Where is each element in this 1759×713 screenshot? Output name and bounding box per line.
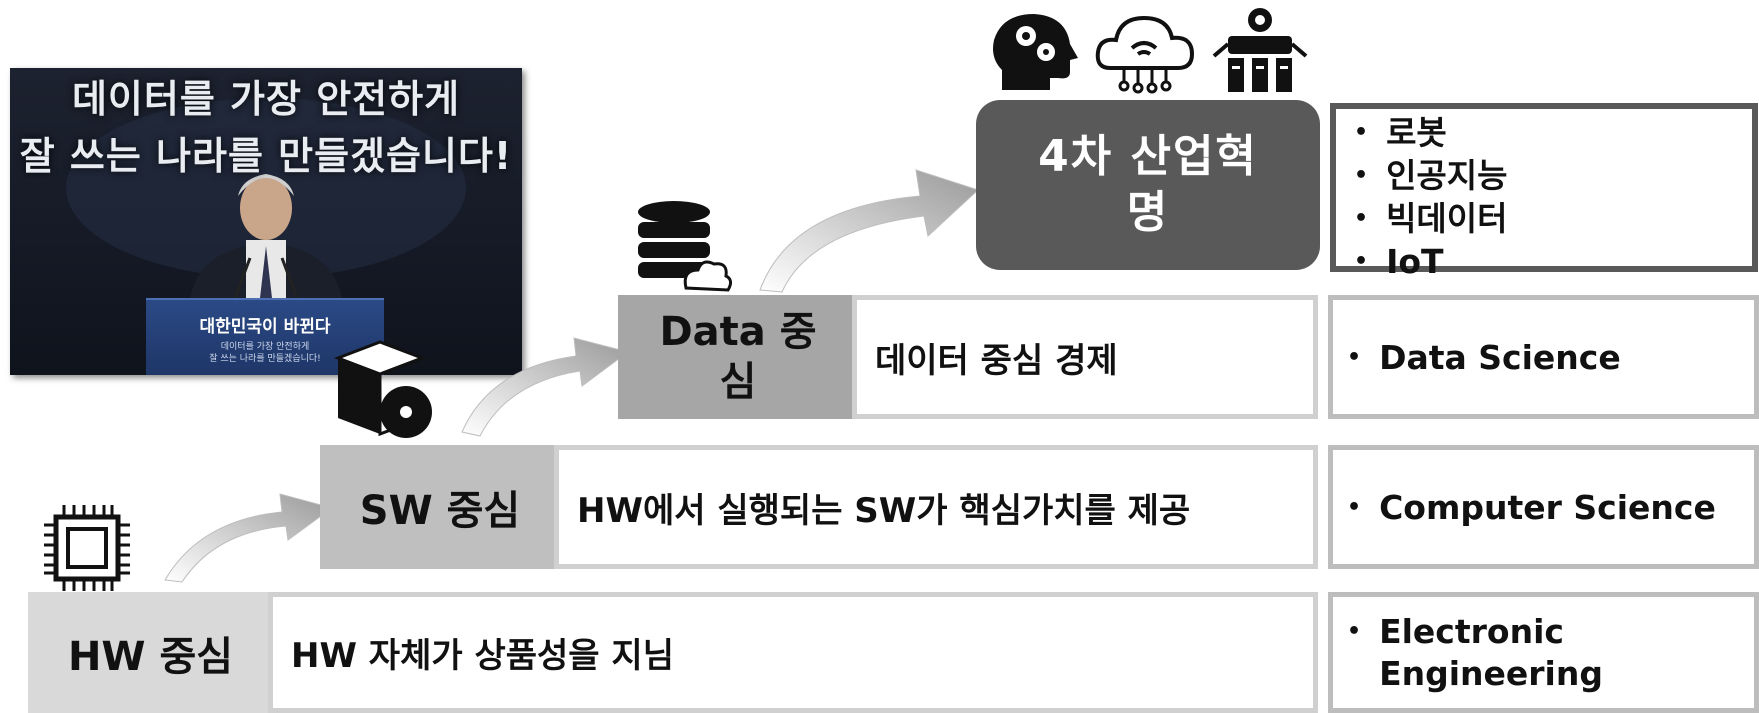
arrow-data-to-4th [759, 169, 979, 293]
robot-icon [1212, 8, 1308, 92]
sw-level-skills: • Computer Science [1328, 445, 1759, 569]
bullet-glyph: • [1347, 619, 1362, 644]
list-item: • 로봇 [1354, 111, 1752, 154]
fourth-label-line1: 4차 산업혁 [1038, 131, 1258, 182]
skill-big-data: 빅데이터 [1386, 199, 1508, 238]
photo-caption-line1: 데이터를 가장 안전하게 [71, 77, 461, 121]
podium-sub1: 데이터를 가장 안전하게 [220, 342, 310, 352]
skill-electronic: Electronic [1379, 611, 1564, 651]
sw-level-description: HW에서 실행되는 SW가 핵심가치를 제공 [554, 445, 1318, 569]
bullet-glyph: • [1347, 344, 1362, 370]
skill-computer-science: Computer Science [1379, 487, 1716, 527]
skill-data-science: Data Science [1379, 337, 1621, 377]
skill-iot: IoT [1386, 242, 1444, 281]
bullet-glyph: • [1354, 163, 1369, 188]
data-label-line1: Data 중 [659, 309, 817, 355]
microchip-icon [44, 505, 130, 591]
hw-level-skills: • Electronic Engineering [1328, 592, 1759, 713]
fourth-level-skills: • 로봇 • 인공지능 • 빅데이터 • IoT [1330, 103, 1758, 281]
bullet-glyph: • [1347, 494, 1362, 520]
database-cloud-icon [638, 201, 733, 292]
software-box-icon [333, 340, 432, 438]
podium-title: 대한민국이 바뀐다 [199, 317, 331, 337]
skill-engineering: Engineering [1379, 653, 1603, 693]
sw-level-label: SW 중심 [320, 445, 560, 569]
bullet-glyph: • [1354, 206, 1369, 231]
podium-sub2: 잘 쓰는 나라를 만들겠습니다! [209, 354, 321, 364]
data-level-description: 데이터 중심 경제 [852, 295, 1318, 419]
speaker-figure [66, 98, 466, 299]
arrow-sw-to-data [461, 337, 630, 437]
data-label-line2: 심 [719, 359, 757, 405]
bullet-glyph: • [1354, 120, 1369, 145]
fourth-industrial-revolution-box: 4차 산업혁 명 [976, 100, 1320, 270]
arrow-hw-to-sw [164, 493, 334, 583]
hw-level-label: HW 중심 [28, 592, 273, 713]
data-level-skills: • Data Science [1328, 295, 1759, 419]
bullet-glyph: • [1354, 249, 1369, 274]
data-level-label: Data 중 심 [618, 295, 858, 419]
speech-photo: 데이터를 가장 안전하게 잘 쓰는 나라를 만들겠습니다! 대한민국이 바뀐다 … [10, 68, 522, 375]
sw-description-text: HW에서 실행되는 SW가 핵심가치를 제공 [577, 490, 1191, 531]
hw-description-text: HW 자체가 상품성을 지님 [291, 636, 674, 676]
hw-level-description: HW 자체가 상품성을 지님 [268, 592, 1318, 713]
list-item: • 빅데이터 [1354, 197, 1752, 240]
fourth-label-line2: 명 [1126, 187, 1170, 238]
iot-cloud-icon [1095, 15, 1195, 94]
list-item: • 인공지능 [1354, 154, 1752, 197]
skill-ai: 인공지능 [1386, 156, 1508, 195]
photo-caption-line2: 잘 쓰는 나라를 만들겠습니다! [19, 134, 513, 178]
list-item: • IoT [1354, 240, 1752, 283]
ai-head-gears-icon [993, 14, 1078, 90]
data-description-text: 데이터 중심 경제 [875, 340, 1118, 381]
skill-robot: 로봇 [1386, 113, 1447, 152]
